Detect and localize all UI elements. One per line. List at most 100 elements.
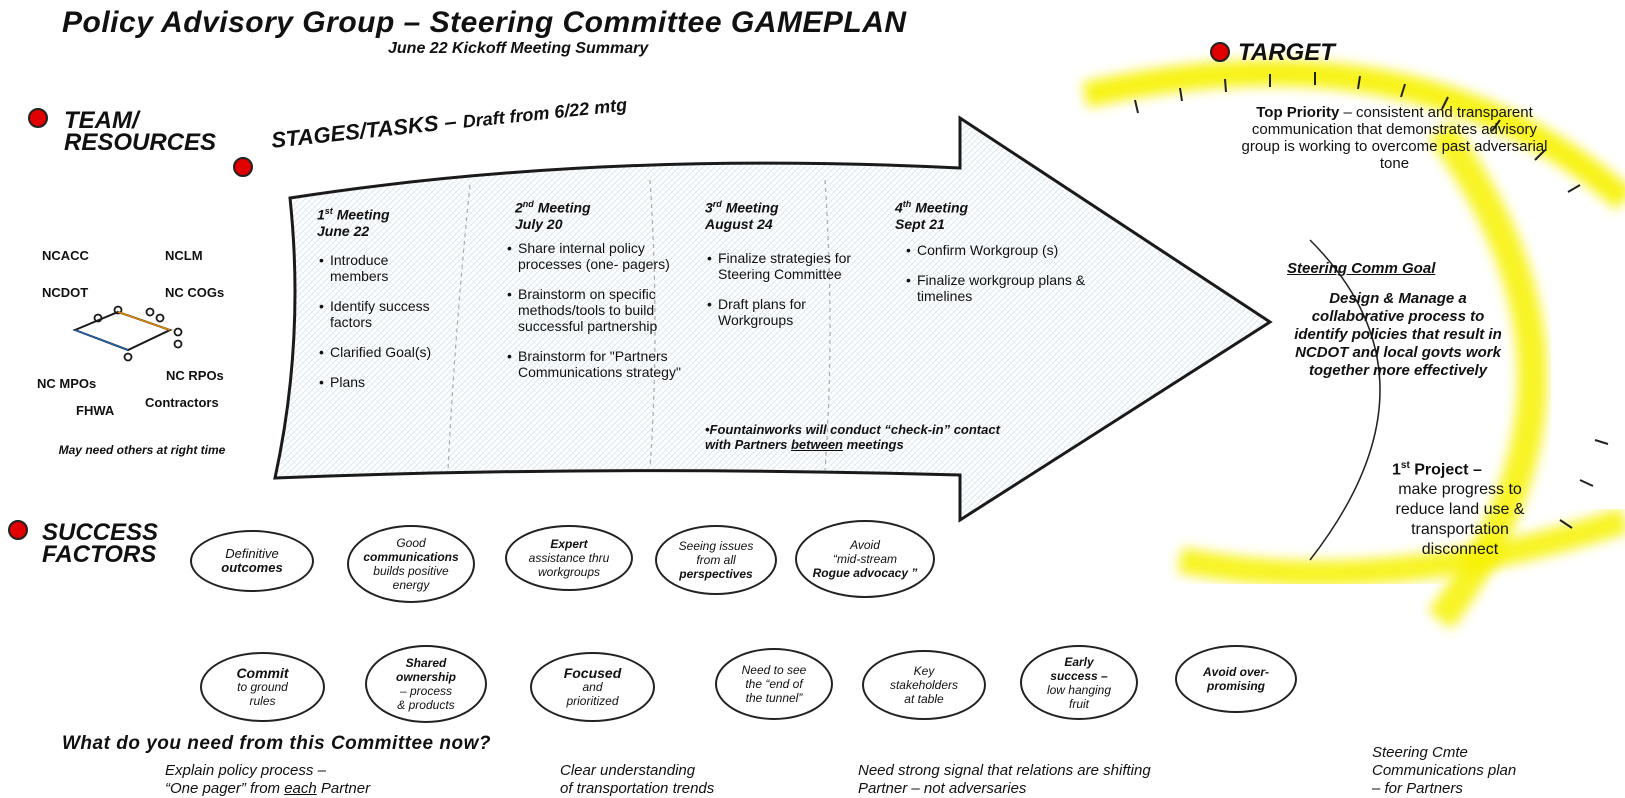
need-line: Need strong signal that relations are sh… bbox=[858, 762, 1151, 779]
sf-line: Commit bbox=[236, 665, 289, 681]
need-line: Clear understanding bbox=[560, 762, 696, 779]
meeting-date: July 20 bbox=[515, 215, 563, 232]
sf-line: Expert bbox=[550, 537, 588, 551]
page-subtitle: June 22 Kickoff Meeting Summary bbox=[388, 40, 649, 57]
meeting-1-tasks: Introduce members Identify success facto… bbox=[318, 252, 450, 404]
meeting-3-header: 3rd Meeting August 24 bbox=[705, 196, 779, 232]
sf-line: low hanging bbox=[1046, 682, 1112, 697]
meeting-label: Meeting bbox=[725, 199, 779, 216]
sf-line: to ground bbox=[237, 680, 288, 694]
sf-line: Early bbox=[1064, 654, 1094, 669]
meeting-ordinal-suffix: th bbox=[902, 199, 912, 209]
sf-line: from all bbox=[696, 553, 736, 567]
committee-question: What do you need from this Committee now… bbox=[62, 733, 491, 754]
team-dot-icon bbox=[28, 108, 48, 128]
meeting-2-tasks: Share internal policy processes (one- pa… bbox=[506, 240, 686, 394]
meeting-3-tasks: Finalize strategies for Steering Committ… bbox=[706, 250, 863, 342]
meeting-ordinal: 3 bbox=[705, 199, 713, 216]
team-member: NCDOT bbox=[42, 285, 89, 300]
task-item: Introduce members bbox=[319, 252, 450, 284]
team-member: NCACC bbox=[42, 248, 89, 263]
check-in-underlined: between bbox=[790, 437, 843, 452]
meeting-label: Meeting bbox=[537, 199, 591, 216]
team-network-diagram bbox=[72, 305, 183, 362]
meeting-ordinal-suffix: rd bbox=[712, 199, 722, 209]
success-factor: Avoid over-promising bbox=[1175, 645, 1297, 713]
meeting-label: Meeting bbox=[336, 206, 390, 223]
task-item: Confirm Workgroup (s) bbox=[906, 242, 1097, 258]
sf-line: Definitive bbox=[225, 546, 279, 561]
need-line: Communications plan bbox=[1372, 762, 1517, 779]
success-label-line1: SUCCESS bbox=[42, 519, 159, 546]
need-line: – for Partners bbox=[1372, 780, 1463, 797]
task-item: Identify success factors bbox=[319, 298, 450, 330]
meeting-4-header: 4th Meeting Sept 21 bbox=[895, 196, 968, 232]
target-glow bbox=[1082, 59, 1625, 630]
team-member: FHWA bbox=[76, 403, 115, 418]
team-member: NC MPOs bbox=[37, 376, 97, 391]
meeting-ordinal: 1 bbox=[317, 206, 325, 223]
project-ordinal-suffix: st bbox=[1400, 460, 1410, 471]
need-line: “One pager” from bbox=[165, 780, 285, 797]
team-section-label: TEAM/ RESOURCES bbox=[64, 107, 217, 156]
success-dot-icon bbox=[8, 520, 28, 540]
first-project-text: make progress to reduce land use & trans… bbox=[1395, 481, 1525, 558]
need-item: Explain policy process – “One pager” fro… bbox=[165, 762, 370, 798]
target-section-label: TARGET bbox=[1238, 39, 1335, 66]
task-item: Finalize strategies for Steering Committ… bbox=[707, 250, 863, 282]
need-line: Steering Cmte bbox=[1372, 744, 1468, 761]
sf-line: fruit bbox=[1068, 696, 1089, 711]
check-in-text-end: meetings bbox=[846, 437, 904, 452]
need-line: of transportation trends bbox=[560, 780, 715, 797]
sf-line: builds positive bbox=[373, 564, 449, 578]
team-member: NCLM bbox=[165, 248, 203, 263]
need-line: Explain policy process – bbox=[165, 762, 326, 779]
success-section-label: SUCCESS FACTORS bbox=[42, 519, 159, 568]
team-member: NC RPOs bbox=[166, 368, 224, 383]
sf-line: outcomes bbox=[221, 560, 283, 575]
task-item: Brainstorm on specific methods/tools to … bbox=[507, 286, 686, 334]
need-item: Steering Cmte Communications plan – for … bbox=[1372, 744, 1516, 798]
team-label-line1: TEAM/ bbox=[64, 107, 139, 134]
team-member: NC COGs bbox=[165, 285, 225, 300]
top-priority: Top Priority – consistent and transparen… bbox=[1232, 104, 1557, 172]
meeting-date: June 22 bbox=[317, 222, 370, 239]
task-item: Brainstorm for "Partners Communications … bbox=[507, 348, 686, 380]
top-priority-text: – consistent and transparent communicati… bbox=[1241, 104, 1548, 172]
task-item: Clarified Goal(s) bbox=[319, 344, 450, 360]
sf-line: “mid-stream bbox=[832, 552, 897, 566]
meeting-1-header: 1st Meeting June 22 bbox=[317, 203, 390, 239]
sf-line: workgroups bbox=[537, 565, 601, 579]
stages-dot-icon bbox=[233, 157, 253, 177]
steering-goal-body: Design & Manage a collaborative process … bbox=[1294, 290, 1502, 379]
sf-line: ownership bbox=[395, 670, 456, 684]
sf-line: perspectives bbox=[679, 567, 753, 581]
sf-line: success – bbox=[1050, 668, 1108, 683]
success-label-line2: FACTORS bbox=[42, 541, 157, 568]
meeting-date: Sept 21 bbox=[895, 215, 945, 232]
page-title: Policy Advisory Group – Steering Committ… bbox=[62, 6, 907, 39]
meeting-date: August 24 bbox=[705, 215, 773, 232]
sf-line: Seeing issues bbox=[678, 539, 754, 553]
meeting-ordinal: 4 bbox=[895, 199, 903, 216]
first-project-label: 1st Project – bbox=[1392, 460, 1482, 479]
sf-line: Need to see bbox=[741, 663, 807, 677]
task-item: Share internal policy processes (one- pa… bbox=[507, 240, 686, 272]
task-item: Draft plans for Workgroups bbox=[707, 296, 863, 328]
sf-line: promising bbox=[1206, 679, 1265, 693]
sf-line: rules bbox=[249, 694, 276, 708]
team-label-line2: RESOURCES bbox=[64, 129, 217, 156]
sf-line: assistance thru bbox=[528, 551, 610, 565]
meeting-4-tasks: Confirm Workgroup (s) Finalize workgroup… bbox=[905, 242, 1097, 318]
need-underlined: each bbox=[284, 780, 317, 797]
sf-line: energy bbox=[392, 578, 430, 592]
sf-line: Focused bbox=[563, 665, 622, 681]
sf-line: the tunnel” bbox=[745, 691, 803, 705]
meeting-ordinal-suffix: st bbox=[324, 206, 333, 216]
